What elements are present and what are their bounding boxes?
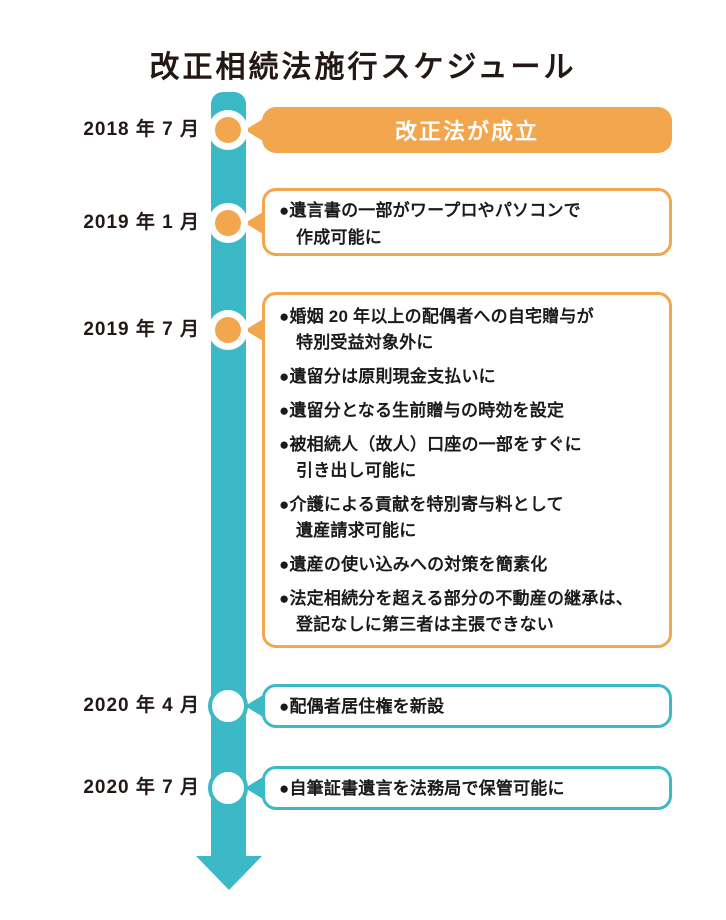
bullet-line: ●配偶者居住権を新設	[279, 696, 445, 716]
event-box-2019-07: ●婚姻 20 年以上の配偶者への自宅贈与が 特別受益対象外に ●遺留分は原則現金…	[262, 292, 672, 648]
bullet-line: ●被相続人（故人）口座の一部をすぐに	[279, 435, 582, 454]
bullet-item: ●遺留分は原則現金支払いに	[279, 364, 655, 390]
bullet-line: ●法定相続分を超える部分の不動産の継承は、	[279, 589, 633, 608]
bullet-line: ●遺留分は原則現金支払いに	[279, 367, 496, 386]
bubble-tail-2019-01	[245, 212, 263, 234]
bullet-line-continuation: 引き出し可能に	[296, 461, 417, 480]
bullet-line: ●自筆証書遺言を法務局で保管可能に	[279, 778, 565, 798]
bullet-item: ●介護による貢献を特別寄与料として 遺産請求可能に	[279, 492, 655, 544]
bullet-line: ●遺言書の一部がワープロやパソコンで	[279, 201, 581, 220]
bullet-line-continuation: 登記なしに第三者は主張できない	[296, 615, 554, 634]
bullet-item: ●婚姻 20 年以上の配偶者への自宅贈与が 特別受益対象外に	[279, 304, 655, 356]
bubble-tail-2020-07	[245, 777, 263, 799]
date-label-2020-07: 2020 年 7 月	[83, 777, 200, 798]
bullet-line-continuation: 作成可能に	[296, 228, 382, 247]
bullet-line: ●介護による貢献を特別寄与料として	[279, 495, 564, 514]
bullet-line: ●婚姻 20 年以上の配偶者への自宅贈与が	[279, 307, 594, 326]
bullet-item: ●法定相続分を超える部分の不動産の継承は、 登記なしに第三者は主張できない	[279, 586, 655, 638]
event-box-2019-01: ●遺言書の一部がワープロやパソコンで 作成可能に	[262, 188, 672, 256]
bubble-tail-2020-04	[245, 695, 263, 717]
timeline-node-2018-07	[208, 110, 248, 150]
bullet-line: ●遺産の使い込みへの対策を簡素化	[279, 555, 548, 574]
event-box-2020-04: ●配偶者居住権を新設	[262, 684, 672, 728]
date-label-2019-01: 2019 年 1 月	[83, 212, 200, 233]
date-label-2020-04: 2020 年 4 月	[83, 695, 200, 716]
event-box-2018-07: 改正法が成立	[262, 107, 672, 153]
bullet-line-continuation: 特別受益対象外に	[296, 333, 434, 352]
bullet-item: ●遺言書の一部がワープロやパソコンで 作成可能に	[279, 197, 655, 251]
timeline-node-2020-07	[208, 768, 248, 808]
bullet-item: ●遺留分となる生前贈与の時効を設定	[279, 398, 655, 424]
bullet-item: ●被相続人（故人）口座の一部をすぐに 引き出し可能に	[279, 432, 655, 484]
timeline-node-2020-04	[208, 686, 248, 726]
date-label-2018-07: 2018 年 7 月	[83, 119, 200, 140]
bullet-line: ●遺留分となる生前贈与の時効を設定	[279, 401, 565, 420]
bullet-line-continuation: 遺産請求可能に	[296, 521, 417, 540]
bubble-tail-2019-07	[245, 319, 263, 341]
bullet-item: ●遺産の使い込みへの対策を簡素化	[279, 552, 655, 578]
event-text: 改正法が成立	[394, 119, 539, 144]
date-label-2019-07: 2019 年 7 月	[83, 319, 200, 340]
page-title: 改正相続法施行スケジュール	[149, 51, 577, 85]
event-box-2020-07: ●自筆証書遺言を法務局で保管可能に	[262, 766, 672, 810]
bubble-tail-2018-07	[245, 119, 263, 141]
timeline-node-2019-07	[208, 310, 248, 350]
timeline-node-2019-01	[208, 203, 248, 243]
arrow-down-icon	[196, 856, 262, 890]
